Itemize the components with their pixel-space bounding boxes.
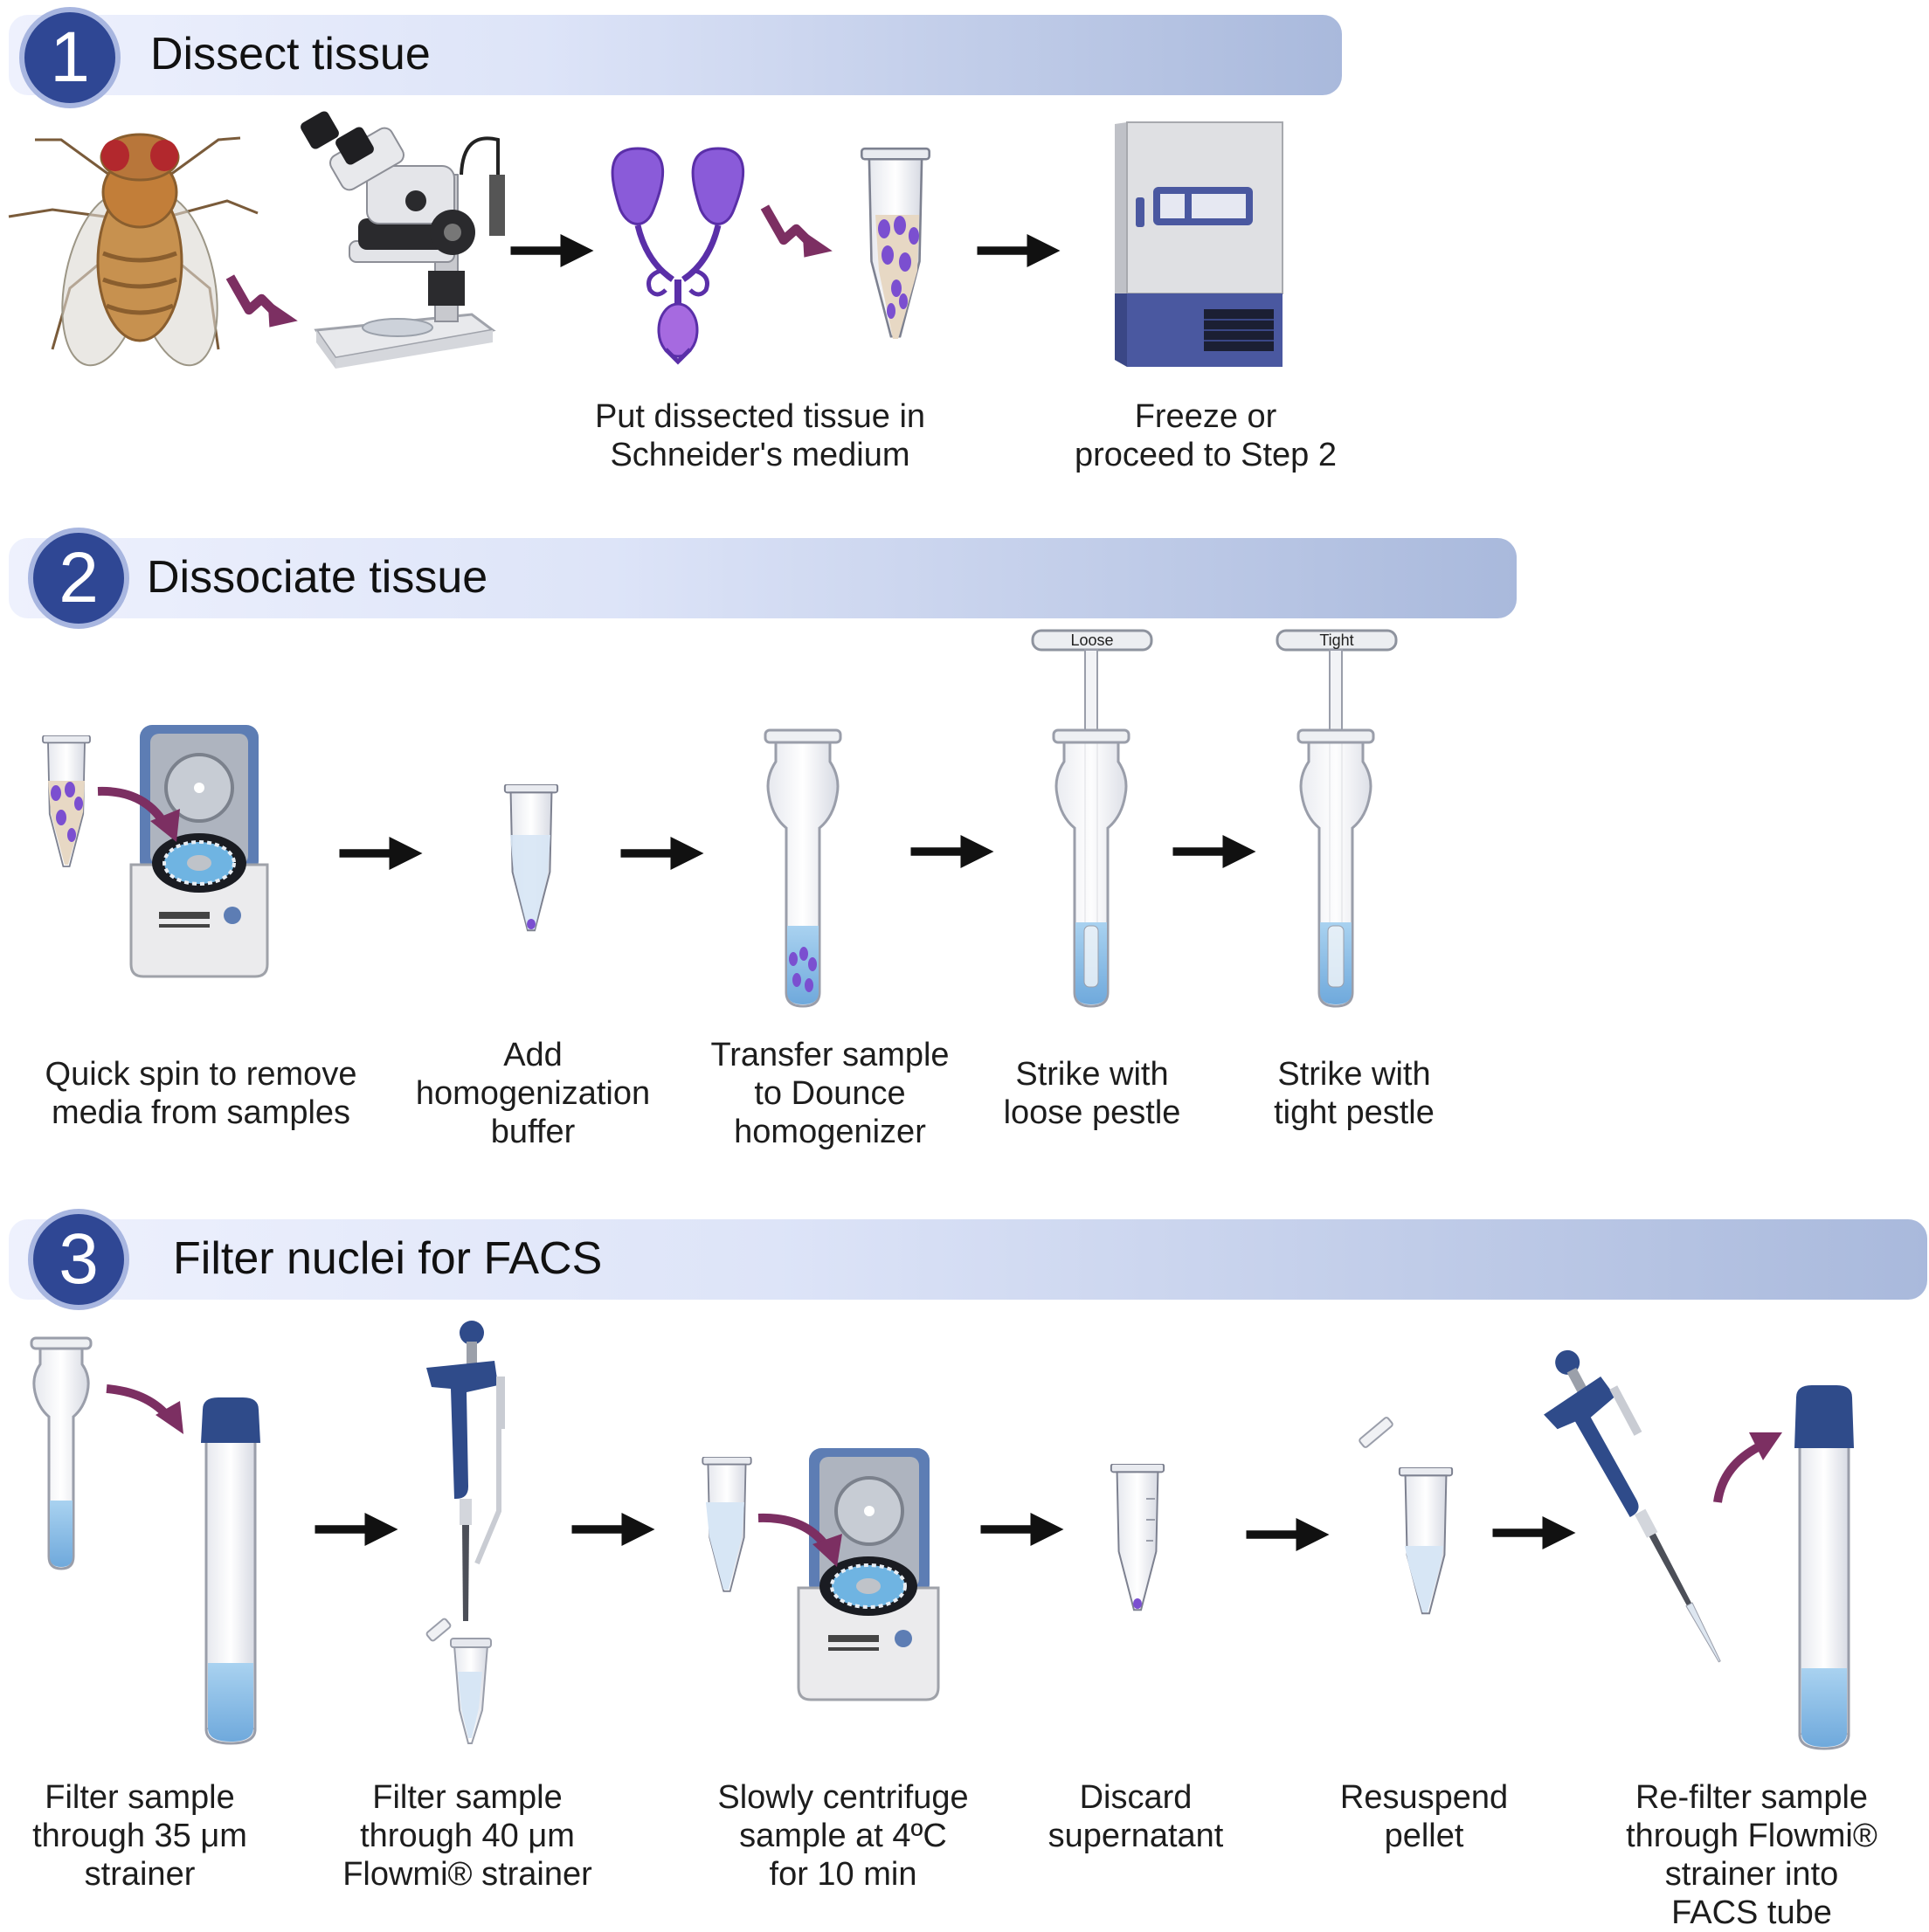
arrow-icon — [339, 837, 423, 870]
arrow-icon — [620, 837, 704, 870]
dounce-tight-pestle-icon — [1276, 629, 1398, 1008]
microtube-with-pellet-icon — [1110, 1464, 1165, 1611]
dounce-tube-icon — [30, 1336, 93, 1570]
arrow-icon — [1172, 835, 1256, 868]
curved-arrow-icon — [764, 207, 832, 258]
caption-resuspend-pellet: Resuspend pellet — [1339, 1779, 1509, 1854]
caption-quick-spin: Quick spin to remove media from samples — [45, 1056, 357, 1131]
microtube-with-buffer-icon — [702, 1457, 752, 1593]
arrow-icon — [980, 1513, 1064, 1546]
arrow-icon — [510, 234, 594, 267]
pipette-with-strainer-icon — [425, 1321, 505, 1744]
curved-arrow-icon — [1713, 1440, 1766, 1503]
facs-tube-icon — [201, 1397, 260, 1745]
arrow-icon — [1492, 1516, 1576, 1549]
section1-number-badge: 1 — [19, 7, 121, 108]
section2-banner — [9, 538, 1517, 618]
microscope-icon — [301, 111, 505, 369]
facs-tube-icon — [1794, 1385, 1854, 1750]
microtube-with-tissue-icon — [860, 147, 931, 339]
caption-loose-pestle: Strike with loose pestle — [1003, 1056, 1181, 1131]
dounce-homogenizer-icon — [764, 728, 842, 1008]
caption-freeze-or-proceed: Freeze or proceed to Step 2 — [1075, 398, 1337, 473]
microtube-with-buffer-icon — [503, 784, 559, 932]
section2-title: Dissociate tissue — [147, 552, 488, 603]
microtube-with-tissue-icon — [41, 735, 92, 868]
section1-banner — [9, 15, 1342, 95]
curved-arrow-icon — [230, 277, 297, 328]
caption-add-buffer: Add homogenization buffer — [415, 1037, 651, 1150]
caption-transfer-to-dounce: Transfer sample to Dounce homogenizer — [710, 1037, 950, 1150]
arrow-icon — [315, 1513, 398, 1546]
arrow-icon — [1246, 1518, 1330, 1551]
freezer-icon — [1115, 121, 1283, 367]
microtube-resuspended-icon — [1359, 1417, 1454, 1615]
pipette-angled-icon — [1544, 1349, 1721, 1663]
fruit-fly-icon — [8, 133, 259, 367]
section3-banner — [9, 1219, 1927, 1300]
arrow-icon — [977, 234, 1061, 267]
centrifuge-icon — [797, 1448, 940, 1701]
loose-pestle-label: Loose — [1070, 631, 1113, 649]
caption-filter-40um-flowmi: Filter sample through 40 μm Flowmi® stra… — [342, 1779, 592, 1893]
section2-number-badge: 2 — [28, 528, 129, 629]
centrifuge-icon — [129, 725, 269, 978]
caption-tight-pestle: Strike with tight pestle — [1274, 1056, 1435, 1131]
caption-put-tissue-in-medium: Put dissected tissue in Schneider's medi… — [594, 398, 926, 473]
section1-title: Dissect tissue — [150, 29, 431, 79]
caption-refilter-into-facs: Re-filter sample through Flowmi® straine… — [1626, 1779, 1877, 1931]
caption-filter-35um: Filter sample through 35 μm strainer — [32, 1779, 247, 1893]
dounce-loose-pestle-icon — [1031, 629, 1153, 1008]
caption-slow-centrifuge: Slowly centrifuge sample at 4ºC for 10 m… — [717, 1779, 969, 1893]
arrow-icon — [910, 835, 994, 868]
caption-discard-supernatant: Discard supernatant — [1047, 1779, 1224, 1854]
section3-title: Filter nuclei for FACS — [173, 1233, 603, 1284]
dissected-tissue-icon — [611, 147, 745, 365]
tight-pestle-label: Tight — [1319, 631, 1353, 649]
arrow-icon — [571, 1513, 655, 1546]
section3-number-badge: 3 — [28, 1209, 129, 1310]
